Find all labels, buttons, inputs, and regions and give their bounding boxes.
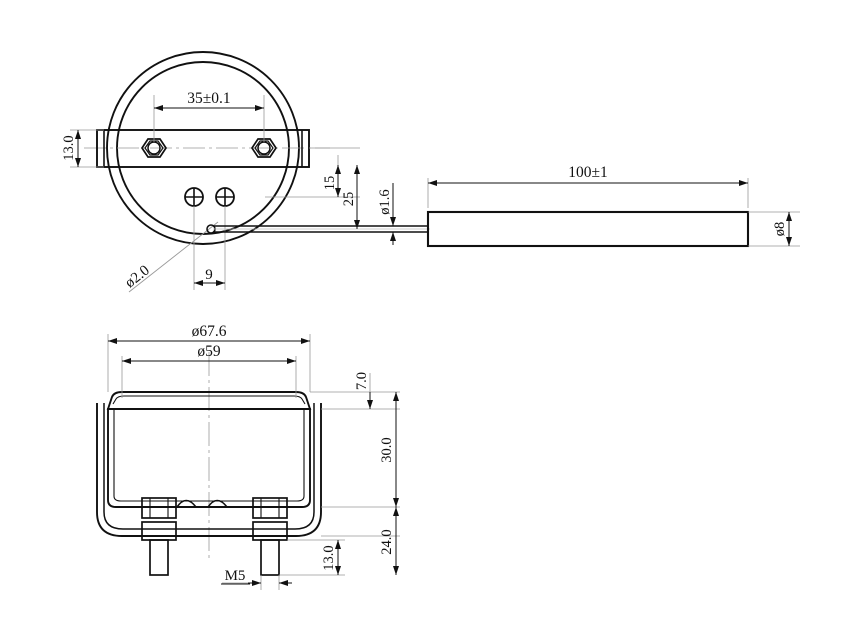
- side-view-group: ø67.6 ø59 7.0 30.0 24.0 13.0 M5: [96, 323, 400, 590]
- dim-bracket-width: 13.0: [61, 135, 77, 160]
- bottom-bump-right: [207, 499, 228, 508]
- dim-stud-length: 13.0: [321, 545, 337, 570]
- dim-bracket-depth: 24.0: [379, 529, 395, 554]
- dim-probe-length: 100±1: [568, 164, 608, 181]
- dim-inner-diameter: ø59: [197, 343, 221, 360]
- mounting-bracket: [96, 129, 310, 168]
- dim-screw-spacing: 9: [205, 267, 213, 283]
- u-bracket-outer: [96, 403, 322, 537]
- case-body: [107, 408, 311, 508]
- dim-body-height: 30.0: [379, 437, 395, 462]
- dim-cable-diameter: ø1.6: [377, 189, 393, 214]
- bezel-cap-inner: [112, 395, 306, 405]
- dim-bolt-spacing: 35±0.1: [187, 90, 230, 107]
- dim-offset-outer: 25: [341, 192, 357, 207]
- case-body-inner: [113, 409, 305, 502]
- stud-assembly-right: [252, 497, 288, 576]
- dim-hole-diameter: ø2.0: [122, 262, 153, 291]
- dim-outer-diameter: ø67.6: [192, 323, 227, 340]
- bottom-bump-left: [176, 499, 197, 508]
- dim-thread-spec: M5: [225, 568, 246, 584]
- screw-head-left: [184, 187, 204, 207]
- u-bracket-inner: [103, 403, 315, 530]
- dim-bezel-height: 7.0: [354, 372, 370, 390]
- stud-assembly-left: [141, 497, 177, 576]
- leader-line-hole-dia: [128, 221, 219, 293]
- front-view-group: 35±0.1 13.0 9 ø2.0: [61, 51, 800, 293]
- screw-head-right: [215, 187, 235, 207]
- dim-probe-diameter: ø8: [772, 222, 788, 237]
- probe-body: [426, 210, 750, 248]
- dim-offset-inner: 15: [322, 176, 338, 191]
